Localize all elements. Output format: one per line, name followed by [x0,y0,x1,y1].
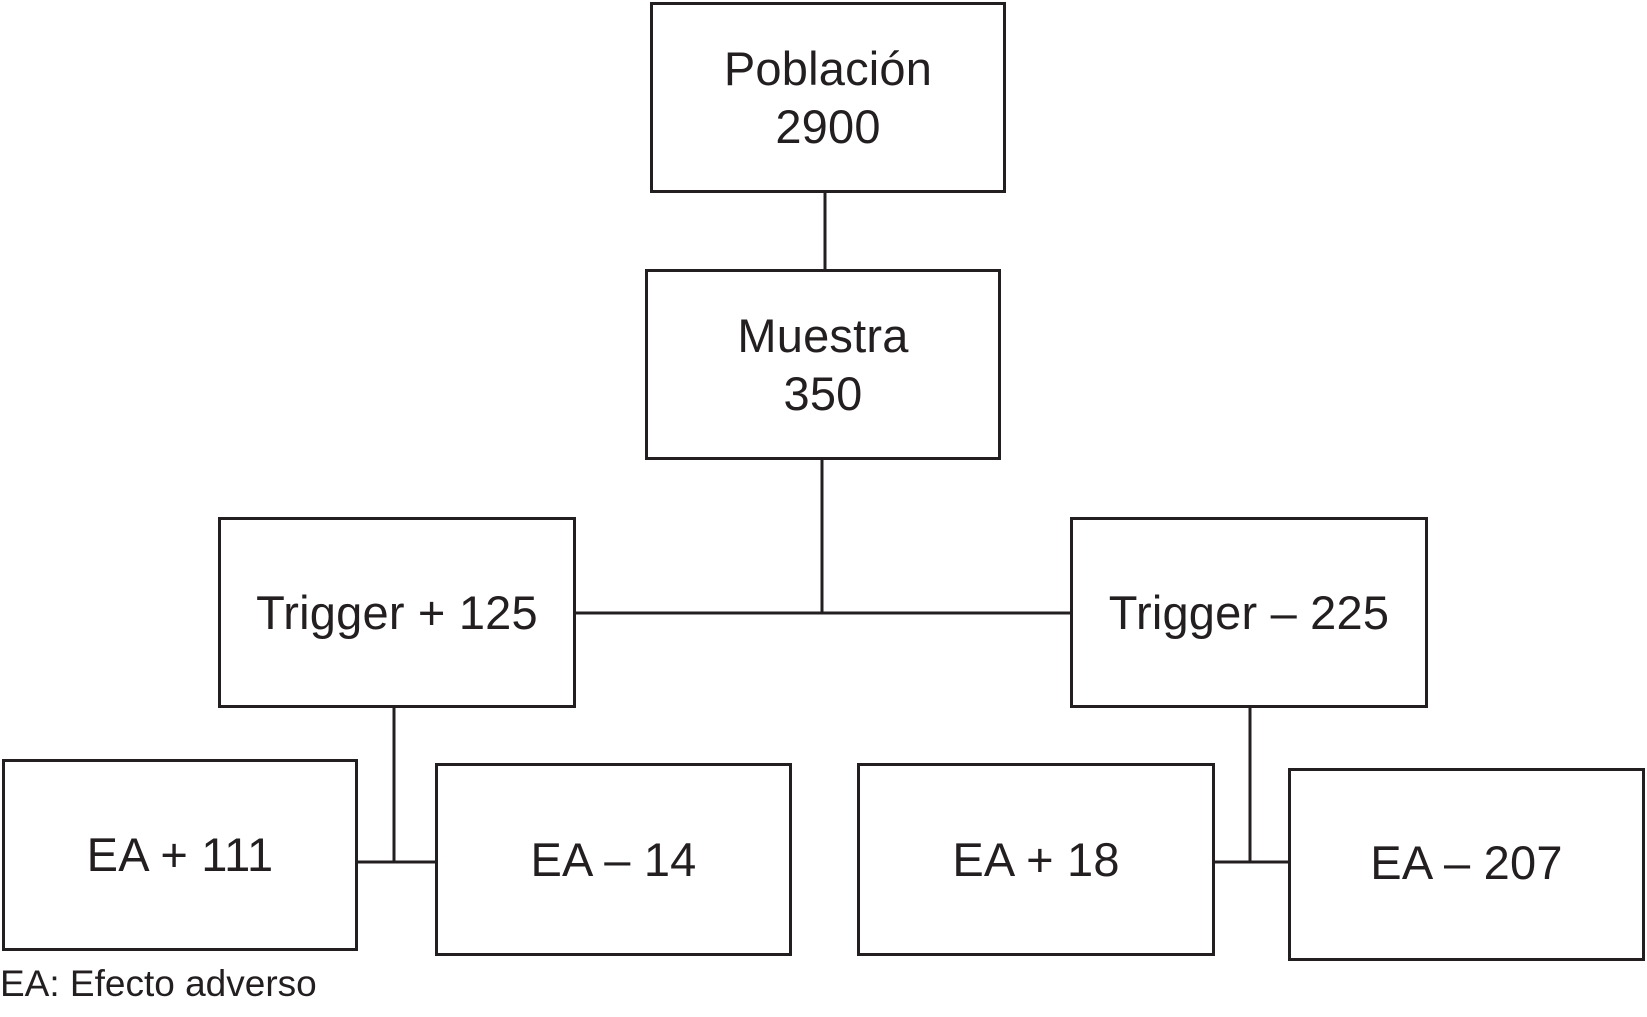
ea-positive-18-box: EA + 18 [857,763,1215,956]
trigger-positive-box: Trigger + 125 [218,517,576,708]
sample-label: Muestra [737,308,909,362]
population-value: 2900 [775,99,881,153]
ea-positive-111-box: EA + 111 [2,759,358,951]
legend-note: EA: Efecto adverso [0,963,317,1004]
population-box: Población 2900 [650,2,1006,193]
trigger-negative-box: Trigger – 225 [1070,517,1428,708]
sample-value: 350 [783,366,863,420]
ea-positive-18-text: EA + 18 [952,832,1120,886]
trigger-negative-text: Trigger – 225 [1108,585,1390,639]
ea-negative-207-box: EA – 207 [1288,768,1645,961]
ea-positive-111-text: EA + 111 [86,828,274,881]
ea-negative-14-box: EA – 14 [435,763,792,956]
population-label: Población [723,41,933,95]
trigger-positive-text: Trigger + 125 [256,585,538,639]
ea-negative-14-text: EA – 14 [530,832,697,886]
sample-box: Muestra 350 [645,269,1001,460]
ea-negative-207-text: EA – 207 [1370,835,1563,889]
